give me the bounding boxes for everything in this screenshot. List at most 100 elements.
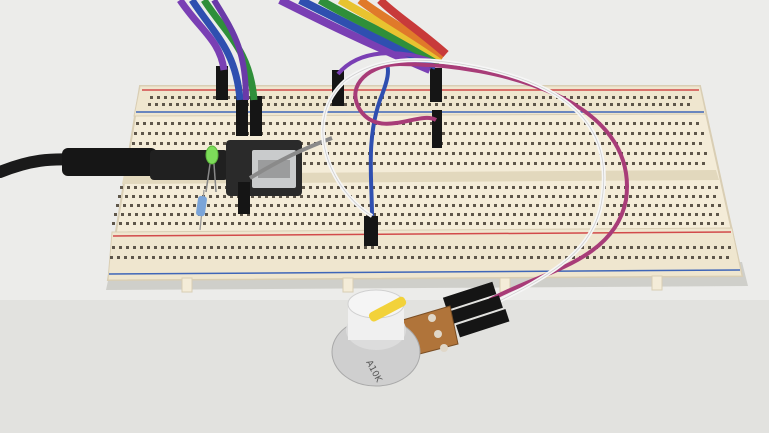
breadboard-hole xyxy=(316,186,319,189)
breadboard-hole xyxy=(496,142,499,145)
breadboard-hole xyxy=(435,186,438,189)
breadboard-hole xyxy=(616,246,619,249)
breadboard-hole xyxy=(693,246,696,249)
breadboard-hole xyxy=(354,152,357,155)
breadboard-hole xyxy=(451,96,454,99)
breadboard-hole xyxy=(623,246,626,249)
breadboard-hole xyxy=(482,195,485,198)
breadboard-hole xyxy=(426,142,429,145)
breadboard-hole xyxy=(610,103,613,106)
breadboard-hole xyxy=(466,152,469,155)
breadboard-hole xyxy=(405,142,408,145)
breadboard-hole xyxy=(299,256,302,259)
breadboard-hole xyxy=(687,103,690,106)
breadboard-hole xyxy=(339,122,342,125)
breadboard-hole xyxy=(295,132,298,135)
breadboard-hole xyxy=(311,96,314,99)
breadboard-hole xyxy=(130,204,133,207)
breadboard-hole xyxy=(162,103,165,106)
breadboard-hole xyxy=(517,195,520,198)
breadboard-hole xyxy=(688,213,691,216)
breadboard-hole xyxy=(635,256,638,259)
breadboard-hole xyxy=(581,246,584,249)
breadboard-hole xyxy=(625,213,628,216)
breadboard-hole xyxy=(394,213,397,216)
header-pin xyxy=(430,68,442,102)
breadboard-hole xyxy=(379,132,382,135)
breadboard-hole xyxy=(119,222,122,225)
breadboard-hole xyxy=(509,256,512,259)
breadboard-hole xyxy=(168,222,171,225)
breadboard-hole xyxy=(378,246,381,249)
breadboard-hole xyxy=(602,222,605,225)
breadboard-hole xyxy=(288,103,291,106)
breadboard-hole xyxy=(554,103,557,106)
breadboard-hole xyxy=(646,162,649,165)
breadboard-hole xyxy=(371,246,374,249)
breadboard-hole xyxy=(162,132,165,135)
breadboard-hole xyxy=(204,103,207,106)
breadboard-hole xyxy=(700,222,703,225)
breadboard-hole xyxy=(329,222,332,225)
breadboard-hole xyxy=(308,246,311,249)
breadboard-hole xyxy=(600,256,603,259)
breadboard-hole xyxy=(275,213,278,216)
breadboard-hole xyxy=(669,204,672,207)
breadboard-hole xyxy=(469,246,472,249)
breadboard-hole xyxy=(123,204,126,207)
breadboard-hole xyxy=(580,195,583,198)
breadboard-hole xyxy=(335,195,338,198)
breadboard-hole xyxy=(147,246,150,249)
breadboard-hole xyxy=(484,103,487,106)
breadboard-hole xyxy=(584,96,587,99)
pot-pin xyxy=(428,314,436,322)
wire-orange xyxy=(357,0,447,60)
breadboard-hole xyxy=(232,132,235,135)
breadboard-hole xyxy=(563,122,566,125)
breadboard-hole xyxy=(499,213,502,216)
breadboard-hole xyxy=(540,186,543,189)
breadboard-hole xyxy=(140,246,143,249)
breadboard-hole xyxy=(622,195,625,198)
breadboard-hole xyxy=(178,96,181,99)
breadboard-hole xyxy=(398,142,401,145)
breadboard-hole xyxy=(529,152,532,155)
breadboard-hole xyxy=(344,132,347,135)
breadboard-hole xyxy=(689,96,692,99)
breadboard-hole xyxy=(581,222,584,225)
breadboard-hole xyxy=(683,204,686,207)
breadboard-hole xyxy=(454,142,457,145)
breadboard-hole xyxy=(473,152,476,155)
breadboard-hole xyxy=(403,204,406,207)
breadboard-hole xyxy=(392,246,395,249)
breadboard-hole xyxy=(190,103,193,106)
breadboard-hole xyxy=(683,152,686,155)
breadboard-hole xyxy=(668,122,671,125)
breadboard-hole xyxy=(586,256,589,259)
breadboard-hole xyxy=(695,162,698,165)
breadboard-hole xyxy=(680,186,683,189)
breadboard-hole xyxy=(133,222,136,225)
breadboard-hole xyxy=(231,222,234,225)
breadboard-hole xyxy=(185,96,188,99)
breadboard-hole xyxy=(626,122,629,125)
breadboard-hole xyxy=(396,204,399,207)
breadboard-hole xyxy=(628,256,631,259)
breadboard-hole xyxy=(615,195,618,198)
breadboard-hole xyxy=(559,195,562,198)
breadboard-hole xyxy=(655,152,658,155)
breadboard-hole xyxy=(665,222,668,225)
breadboard-hole xyxy=(608,142,611,145)
breadboard-hole xyxy=(520,162,523,165)
breadboard-hole xyxy=(557,204,560,207)
breadboard-hole xyxy=(569,162,572,165)
breadboard-hole xyxy=(671,142,674,145)
breadboard-hole xyxy=(410,204,413,207)
breadboard-hole xyxy=(613,152,616,155)
breadboard-hole xyxy=(591,96,594,99)
breadboard-hole xyxy=(336,246,339,249)
breadboard-hole xyxy=(627,204,630,207)
breadboard-hole xyxy=(154,246,157,249)
breadboard-hole xyxy=(522,152,525,155)
